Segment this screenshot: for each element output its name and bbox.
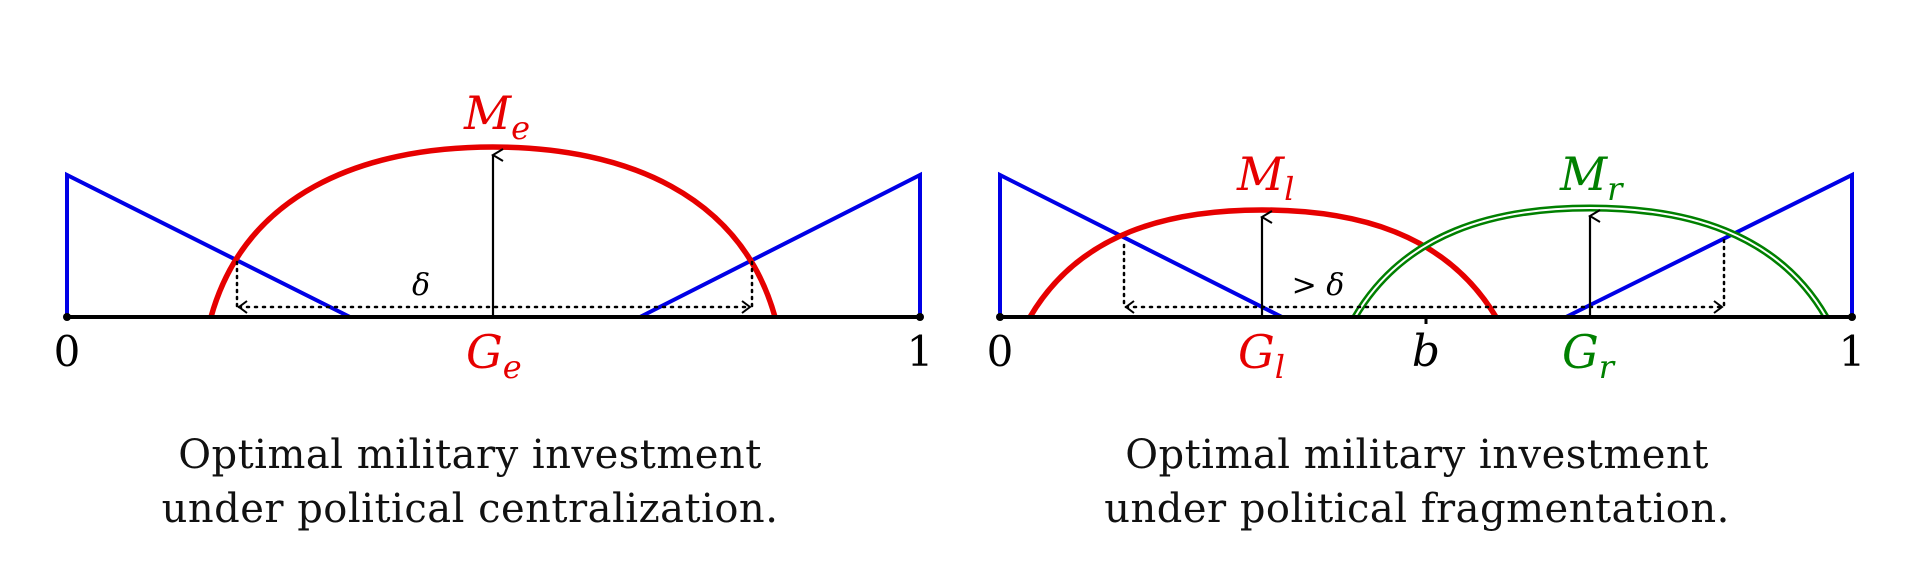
caption-centralization: Optimal military investment under politi… bbox=[120, 428, 820, 536]
axis-dot-one-right bbox=[1848, 313, 1856, 321]
label-gl-letter: G bbox=[1238, 325, 1275, 379]
label-gr-letter: G bbox=[1562, 325, 1599, 379]
right-blue-triangle bbox=[639, 171, 922, 319]
axis-dot-zero-right bbox=[996, 313, 1004, 321]
right-blue-triangle-frag bbox=[1565, 171, 1854, 319]
label-mr-letter: M bbox=[1559, 147, 1609, 201]
label-ge: Ge bbox=[466, 325, 522, 386]
label-mr-sub: r bbox=[1607, 170, 1624, 208]
left-blue-triangle bbox=[65, 171, 351, 319]
tick-label-zero-left: 0 bbox=[54, 327, 81, 376]
label-ge-sub: e bbox=[503, 348, 522, 386]
caption-centralization-line1: Optimal military investment bbox=[178, 432, 762, 478]
caption-fragmentation: Optimal military investment under politi… bbox=[1067, 428, 1767, 536]
label-me-sub: e bbox=[511, 109, 530, 147]
axis-dot-one-left bbox=[916, 313, 924, 321]
military-curve-mr-inner bbox=[1354, 206, 1827, 318]
caption-centralization-line2: under political centralization. bbox=[161, 486, 779, 532]
caption-fragmentation-line1: Optimal military investment bbox=[1125, 432, 1709, 478]
label-ge-letter: G bbox=[466, 325, 503, 379]
military-curve-me bbox=[208, 144, 778, 318]
label-mr: Mr bbox=[1559, 147, 1624, 208]
label-gl: Gl bbox=[1238, 325, 1285, 386]
label-gl-sub: l bbox=[1275, 348, 1285, 386]
label-me: Me bbox=[463, 86, 530, 147]
label-delta: δ bbox=[412, 268, 430, 303]
label-gt-delta: > δ bbox=[1292, 268, 1345, 303]
tick-label-one-right: 1 bbox=[1839, 327, 1866, 376]
left-blue-triangle-frag bbox=[998, 171, 1283, 319]
caption-fragmentation-line2: under political fragmentation. bbox=[1104, 486, 1730, 532]
tick-label-zero-right: 0 bbox=[987, 327, 1014, 376]
tick-label-one-left: 1 bbox=[907, 327, 934, 376]
label-ml: Ml bbox=[1236, 147, 1294, 208]
axis-dot-zero-left bbox=[63, 313, 71, 321]
panel-centralization: 0 1 Me Ge δ bbox=[54, 86, 934, 386]
label-me-letter: M bbox=[463, 86, 513, 140]
label-gr-sub: r bbox=[1599, 348, 1616, 386]
military-curve-ml bbox=[1027, 207, 1499, 319]
label-gr: Gr bbox=[1562, 325, 1616, 386]
label-border-b: b bbox=[1412, 326, 1440, 377]
label-ml-sub: l bbox=[1284, 170, 1294, 208]
label-ml-letter: M bbox=[1236, 147, 1286, 201]
panel-fragmentation: 0 1 Ml Mr Gl Gr b > δ bbox=[987, 147, 1866, 386]
